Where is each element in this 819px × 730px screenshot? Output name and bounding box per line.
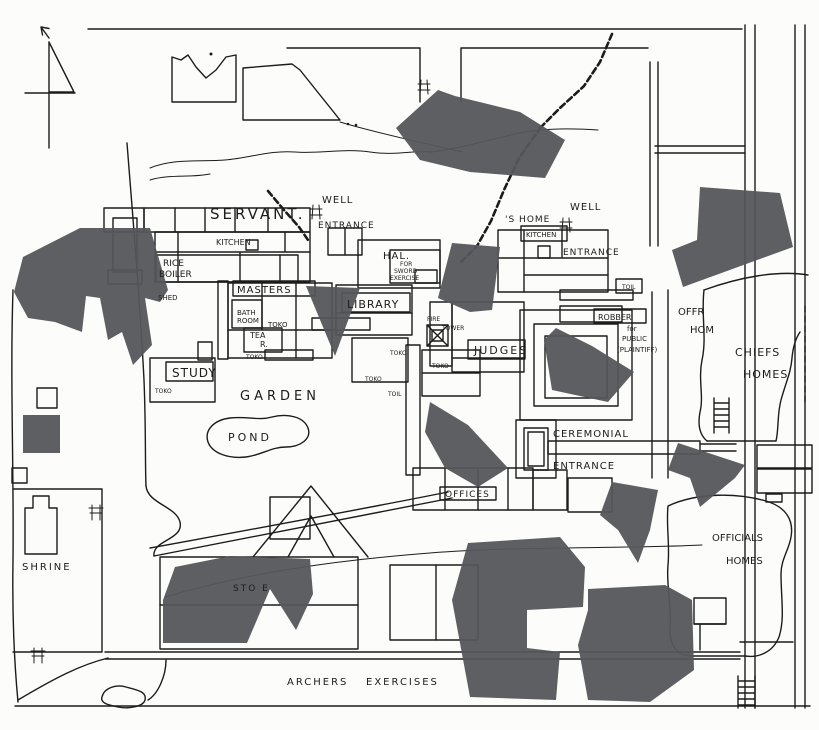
label-bath: BATH [237,309,256,317]
judge-home-complex [497,225,669,479]
shaded-overlay [163,556,313,643]
label-chiefs: CHIEFS [735,346,780,359]
north-arrow [24,26,76,149]
shaded-overlay [23,415,60,453]
label-for-public-2: PUBLIC [622,335,647,343]
garden-pond [206,414,310,459]
shaded-overlay [544,328,634,402]
top-left-plots [171,52,358,127]
label-garden: GARDEN [240,389,320,404]
shaded-overlay [578,585,694,702]
sword-hall-building [357,239,441,289]
label-boiler: BOILER [159,270,192,280]
hill-triangle [252,485,369,558]
shaded-overlay [425,402,508,487]
label-officials-homes: HOMES [726,556,763,567]
label-hall: HAL. [383,251,410,262]
label-well-ne: WELL [570,202,601,213]
label-archers: ARCHERS [287,677,348,688]
label-rice: RICE [163,259,184,269]
label-hall-sword: SWORD [394,268,418,275]
chiefs-homes-area [698,272,813,503]
label-toko-c: TOKO [154,388,172,395]
label-shed: SHED [158,294,178,302]
label-tower: TOWER [441,325,464,332]
label-s-home: 'S HOME [505,215,550,225]
label-tea-r: R. [260,340,268,349]
shaded-overlay [668,443,745,507]
shaded-overlay [452,537,585,700]
label-chiefs-homes: HOMES [743,368,788,381]
label-offices: OFFICES [445,490,490,500]
well-icon [309,204,323,220]
shaded-overlay [438,243,500,312]
shrine-enclosure [11,387,103,653]
label-toil-a: TOIL [387,391,402,398]
shaded-overlay [306,286,360,356]
label-tea: TEA [249,331,266,340]
shaded-overlay [14,228,168,365]
label-ceremonial: CEREMONIAL [553,429,629,440]
label-study: STUDY [172,366,217,380]
label-officials: OFFICIALS [712,533,763,544]
map-borders-and-roads [11,24,811,709]
label-masters: MASTERS [237,285,292,296]
label-for-public-1: for [627,325,637,333]
study-building [149,357,216,403]
well-icon [559,217,573,233]
label-for-public-3: (PLAINTIFF) [617,346,657,354]
label-toil-b: TOIL [621,284,636,291]
label-kitchen-e: KITCHEN [526,231,556,239]
label-hall-for: FOR [400,261,412,268]
well-icon [417,79,431,95]
shaded-overlay [396,90,565,178]
gate-icon [88,504,104,521]
label-toko-e: TOKO [431,363,449,370]
shaded-overlays [14,90,793,702]
label-store-fragment: STO E [233,584,270,594]
map-labels: SERVANT. WELL ENTRANCE KITCHEN RICE BOIL… [22,195,788,688]
label-library: LIBRARY [347,298,399,311]
label-fire: FIRE [427,316,440,323]
label-entrance-nw: ENTRANCE [318,221,375,231]
label-shrine: SHRINE [22,562,72,573]
label-pond: POND [228,431,272,444]
label-robber: ROBBER [598,313,632,322]
label-well-nw: WELL [322,195,353,206]
officials-homes-area [666,494,793,709]
offices-buildings [269,467,613,540]
label-hall-exercise: EXERCISE [390,275,419,282]
label-offr: OFFR [678,307,704,318]
label-toko-b: TOKO [245,354,263,361]
label-exercises: EXERCISES [366,677,439,688]
judges-building [429,301,526,373]
shaded-overlay [672,187,793,287]
label-entrance-ne: ENTRANCE [563,248,620,258]
gate-icon [30,647,46,664]
label-toko-d: TOKO [389,350,407,357]
label-servant: SERVANT. [210,205,306,223]
label-toko-f: TOKO [364,376,382,383]
label-toko-a: TOKO [267,321,288,329]
label-bath-room: ROOM [237,317,259,325]
label-kitchen-w: KITCHEN [216,238,251,247]
label-entrance-c: ENTRANCE [553,461,615,472]
label-judges: JUDGES [473,344,528,357]
shaded-overlay [600,482,658,563]
label-offr-hom: HOM [690,325,714,336]
